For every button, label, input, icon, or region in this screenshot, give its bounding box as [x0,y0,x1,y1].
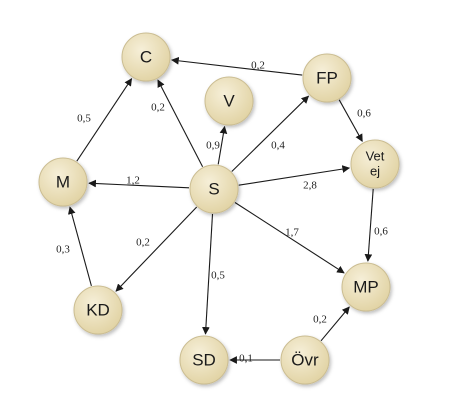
edge-label-ovr-to-sd: 0,1 [239,353,253,365]
node-c: C [121,32,171,82]
edge-label-s-to-m: 1,2 [126,175,140,187]
edge-fp-to-c [171,56,303,76]
edge-label-s-to-c: 0,2 [151,102,165,114]
node-kd: KD [73,285,123,335]
edge-m-to-c [76,78,133,162]
node-label: FP [316,68,338,87]
node-label: C [140,47,152,66]
node-label: S [208,179,219,198]
node-m: M [38,157,88,207]
node-circle [302,53,352,103]
edge-label-fp-to-c: 0,2 [251,60,265,72]
edge-label-s-to-sd: 0,5 [211,270,225,282]
edges-layer [68,56,374,364]
node-circle [204,76,254,126]
node-circle [341,262,391,312]
edge-label-s-to-mp: 1,7 [285,227,299,239]
node-mp: MP [341,262,391,312]
node-label: M [56,172,70,191]
node-sd: SD [179,335,229,385]
node-fp: FP [302,53,352,103]
edge-fp-to-ve [338,99,363,142]
edge-kd-to-m [68,206,92,287]
edge-label-m-to-c: 0,5 [77,113,91,125]
node-label-line: ej [370,163,380,178]
node-label: SD [192,350,216,369]
node-circle [189,164,239,214]
node-circle [73,285,123,335]
edge-s-to-mp [234,202,345,274]
edge-s-to-kd [115,206,198,292]
node-circle [121,32,171,82]
node-label: KD [86,300,110,319]
edge-label-fp-to-ve: 0,6 [357,108,371,120]
node-s: S [189,164,239,214]
edge-labels-layer: 0,2 0,2 0,5 0,9 0,4 0,6 1,2 2,8 0,6 1,7 0,2 0,3 0,5 0… [56,60,388,365]
edge-label-s-to-kd: 0,2 [136,237,150,249]
edge-s-to-m [88,179,190,189]
edge-s-to-v [217,125,228,165]
edge-s-to-c [157,79,204,168]
node-label: V [223,91,235,110]
node-circle [350,139,400,189]
edge-label-s-to-v: 0,9 [206,140,220,152]
edge-label-s-to-ve: 2,8 [303,180,317,192]
edge-label-s-to-fp: 0,4 [271,140,285,152]
node-label: MP [353,277,379,296]
edge-s-to-fp [231,95,310,172]
node-ovr: Övr [280,335,330,385]
edge-label-ve-to-mp: 0,6 [374,226,388,238]
edge-label-kd-to-m: 0,3 [56,244,70,256]
node-circle [179,335,229,385]
edge-label-ovr-to-mp: 0,2 [313,314,327,326]
node-label: Övr [291,350,319,369]
edge-s-to-sd [202,213,214,335]
node-v: V [204,76,254,126]
node-circle [38,157,88,207]
edge-ve-to-mp [364,188,374,262]
edge-s-to-ve [238,165,351,186]
node-circle [280,335,330,385]
edge-ovr-to-mp [320,306,350,342]
node-label-line: Vet [366,148,385,163]
